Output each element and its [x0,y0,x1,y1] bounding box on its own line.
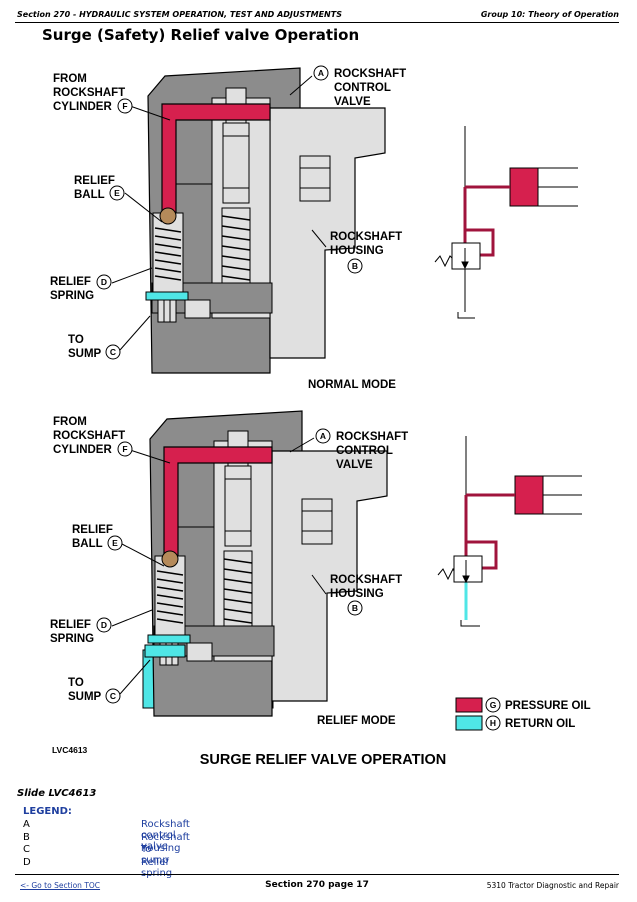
label-sump-2: SUMP [68,348,102,360]
legend-heading: LEGEND: [23,806,72,817]
label-housing-2: HOUSING [330,588,384,600]
pressure-oil-label: PRESSURE OIL [505,700,591,712]
label-sump-1: TO [68,334,84,346]
label-rockshaft: ROCKSHAFT [53,430,125,442]
label-cylinder: CYLINDER [53,444,112,456]
label-rockshaft: ROCKSHAFT [53,87,125,99]
label-from: FROM [53,73,87,85]
label-spring-2: SPRING [50,633,94,645]
callout-a: A [318,68,324,78]
page-number: Section 270 page 17 [265,880,369,890]
page-footer: <- Go to Section TOC Section 270 page 17… [15,874,619,895]
header-section: Section 270 - HYDRAULIC SYSTEM OPERATION… [17,10,342,19]
label-cylinder: CYLINDER [53,101,112,113]
label-from: FROM [53,416,87,428]
legend-value: To sump [141,844,169,867]
schematic-relief-mode [437,436,582,627]
valve-normal-mode [145,67,386,374]
callout-b: B [352,261,358,271]
slide-id: Slide LVC4613 [17,788,97,799]
return-oil-swatch [455,715,483,731]
label-relief-ball-1: RELIEF [74,175,115,187]
relief-mode-label: RELIEF MODE [317,715,396,727]
callout-g: G [490,700,497,710]
label-spring-2: SPRING [50,290,94,302]
label-control: CONTROL [334,82,391,94]
label-sump-2: SUMP [68,691,102,703]
pressure-oil-swatch [455,697,483,713]
label-spring-1: RELIEF [50,619,91,631]
callout-f: F [122,444,127,454]
label-relief-ball-2: BALL [72,538,103,550]
legend-value: Rockshaft control valve [141,819,190,852]
callout-f: F [122,101,127,111]
legend-value: Relief spring [141,856,173,879]
valve-relief-mode [142,410,388,717]
callout-b: B [352,603,358,613]
valve-diagram: FROM ROCKSHAFT CYLINDER ROCKSHAFT CONTRO… [50,65,591,768]
label-valve: VALVE [334,96,371,108]
manual-title: 5310 Tractor Diagnostic and Repair [486,881,619,890]
label-housing-1: ROCKSHAFT [330,574,402,586]
header-group: Group 10: Theory of Operation [480,10,619,19]
callout-h: H [490,718,496,728]
label-housing-2: HOUSING [330,245,384,257]
label-rockshaft-ctrl: ROCKSHAFT [334,68,406,80]
label-housing-1: ROCKSHAFT [330,231,402,243]
callout-d: D [101,620,107,630]
figure-id: LVC4613 [52,745,88,755]
label-spring-1: RELIEF [50,276,91,288]
callout-c: C [110,347,116,357]
callout-a: A [320,431,326,441]
legend-key: A [23,819,30,830]
label-control: CONTROL [336,445,393,457]
return-oil-label: RETURN OIL [505,718,575,730]
page-header: Section 270 - HYDRAULIC SYSTEM OPERATION… [15,5,619,23]
figure-caption: SURGE RELIEF VALVE OPERATION [200,752,447,768]
callout-c: C [110,691,116,701]
callout-e: E [112,538,118,548]
labels-normal-mode: FROM ROCKSHAFT CYLINDER ROCKSHAFT CONTRO… [50,68,406,360]
section-toc-link[interactable]: <- Go to Section TOC [20,881,101,890]
label-valve: VALVE [336,459,373,471]
legend-key: D [23,856,31,868]
schematic-normal-mode [434,126,578,319]
label-rockshaft-ctrl: ROCKSHAFT [336,431,408,443]
legend-value: Rockshaft housing [141,831,190,854]
legend-key: B [23,831,30,843]
label-relief-ball-2: BALL [74,189,105,201]
label-relief-ball-1: RELIEF [72,524,113,536]
normal-mode-label: NORMAL MODE [308,379,396,391]
callout-e: E [114,188,120,198]
legend-key: C [23,844,30,856]
labels-relief-mode: FROM ROCKSHAFT CYLINDER ROCKSHAFT CONTRO… [50,416,408,703]
callout-d: D [101,277,107,287]
page-title: Surge (Safety) Relief valve Operation [42,26,360,44]
label-sump-1: TO [68,677,84,689]
